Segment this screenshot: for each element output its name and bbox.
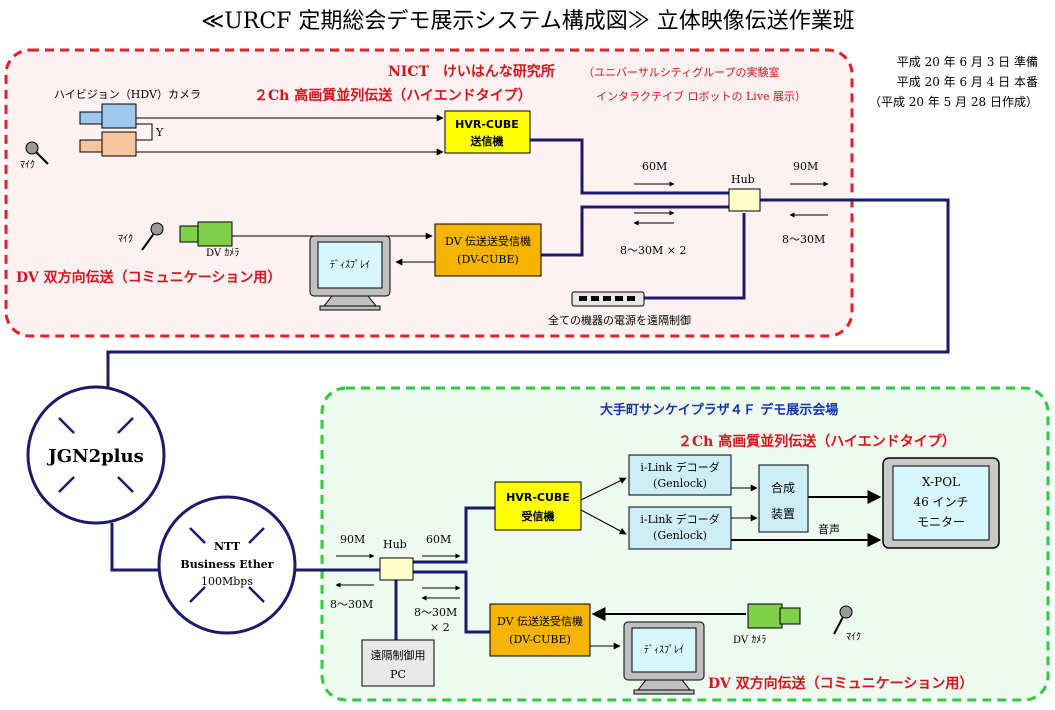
power-strip-icon	[571, 291, 645, 307]
nict-site-name: NICT けいはんな研究所	[388, 63, 555, 80]
venue-hub	[379, 557, 414, 581]
ilink-decoder-1	[628, 454, 732, 496]
hdv-camera-top-icon	[79, 103, 137, 129]
audio-label: 音声	[818, 522, 840, 536]
ntt-label-3: 100Mbps	[201, 575, 253, 588]
nict-rate-60: 60M	[642, 160, 667, 173]
venue-name: 大手町サンケイプラザ４Ｆ デモ展示会場	[600, 402, 838, 418]
display-icon-venue	[623, 621, 705, 695]
hvr-cube-rx-name: HVR-CUBE	[506, 491, 570, 504]
decoder-2-name: i-Link デコーダ	[640, 512, 719, 526]
nict-jgn-link	[106, 198, 950, 388]
hvr-cube-transmitter	[444, 110, 531, 154]
nict-hd-label: ２Ch 高画質並列伝送（ハイエンドタイプ）	[254, 87, 532, 104]
nict-rate-8-30: 8～30M	[782, 233, 825, 246]
mic-label-2: ﾏｲｸ	[118, 233, 133, 245]
xpol-monitor	[882, 457, 1000, 549]
ntt-label-1: NTT	[214, 540, 241, 553]
synth-label-1: 合成	[771, 480, 795, 495]
page-title: ≪URCF 定期総会デモ展示システム構成図≫ 立体映像伝送作業班	[201, 9, 855, 34]
nict-hub	[728, 188, 761, 212]
ilink-decoder-2	[628, 506, 732, 550]
ntt-label-2: Business Ether	[180, 558, 273, 571]
decoder-2-mode: (Genlock)	[653, 529, 707, 542]
dv-cube-nict-name: DV 伝送送受信機	[445, 234, 531, 248]
venue-hd-label: ２Ch 高画質並列伝送（ハイエンドタイプ）	[678, 433, 956, 450]
venue-rate-8-30-x2-a: 8～30M	[414, 606, 457, 619]
pc-label-1: 遠隔制御用	[371, 648, 426, 662]
mic-icon-venue	[833, 605, 853, 635]
venue-rate-8-30-x2-b: × 2	[430, 621, 450, 634]
mic-icon-2	[141, 222, 164, 251]
jgn2plus-network	[26, 385, 166, 525]
mic-label: ﾏｲｸ	[20, 159, 35, 171]
venue-hub-label: Hub	[383, 538, 407, 551]
hvr-cube-rx-role: 受信機	[522, 509, 555, 523]
dv-cube-venue-model: (DV-CUBE)	[509, 633, 571, 646]
dv-cube-nict-model: (DV-CUBE)	[457, 253, 519, 266]
decoder-1-name: i-Link デコーダ	[640, 460, 719, 474]
dv-cube-venue-name: DV 伝送送受信機	[497, 614, 583, 628]
dv-camera-venue-label: DV ｶﾒﾗ	[733, 634, 766, 646]
nict-hub-label: Hub	[731, 173, 755, 186]
hdv-camera-label: ハイビジョン（HDV）カメラ	[54, 88, 201, 101]
dv-cube-nict	[434, 223, 542, 277]
hdv-camera-bottom-icon	[79, 131, 137, 157]
date-created: （平成 20 年 5 月 28 日作成）	[869, 95, 1038, 109]
venue-dv-label: DV 双方向伝送（コミュニケーション用）	[708, 675, 973, 692]
nict-note-2: インタラクテイブ ロボットの Live 展示）	[596, 89, 806, 103]
monitor-label-3: モニター	[917, 515, 965, 529]
display-venue-label: ﾃﾞｨｽﾌﾟﾚｲ	[644, 644, 684, 656]
dv-camera-icon	[179, 221, 233, 247]
dv-camera-icon-venue	[747, 603, 801, 629]
jgn2plus-label: JGN2plus	[46, 446, 144, 467]
synthesizer	[758, 464, 809, 533]
decoder-1-mode: (Genlock)	[653, 477, 707, 490]
monitor-label-2: 46 インチ	[913, 495, 968, 509]
pc-label-2: PC	[390, 668, 406, 681]
venue-rate-90: 90M	[340, 533, 365, 546]
mic-venue-label: ﾏｲｸ	[846, 631, 861, 643]
venue-rate-8-30: 8～30M	[330, 598, 373, 611]
date-main: 平成 20 年 6 月 4 日 本番	[897, 75, 1038, 89]
mic-icon	[25, 141, 49, 165]
date-prep: 平成 20 年 6 月 3 日 準備	[897, 54, 1038, 69]
synth-label-2: 装置	[771, 507, 795, 521]
hvr-cube-tx-role: 送信機	[470, 134, 504, 148]
power-strip-label: 全ての機器の電源を遠隔制御	[548, 313, 691, 327]
hvr-cube-receiver	[494, 481, 582, 531]
nict-region	[4, 48, 854, 338]
hvr-cube-tx-name: HVR-CUBE	[455, 118, 519, 131]
nict-note-1: （ユニバーサルシティグループの実験室	[583, 65, 779, 79]
nict-rate-90: 90M	[793, 160, 818, 173]
y-cable-label: Y	[155, 126, 164, 139]
remote-control-pc	[361, 639, 435, 687]
ntt-business-ether	[157, 495, 297, 635]
display-nict-label: ﾃﾞｨｽﾌﾟﾚｲ	[330, 259, 370, 271]
dv-camera-label: DV ｶﾒﾗ	[206, 247, 239, 259]
monitor-label-1: X-POL	[922, 475, 960, 489]
nict-rate-8-30-x2: 8～30M × 2	[620, 244, 686, 257]
nict-dv-label: DV 双方向伝送（コミュニケーション用）	[16, 269, 281, 286]
dv-cube-venue	[489, 603, 591, 657]
display-icon-nict	[309, 235, 391, 311]
venue-rate-60: 60M	[426, 533, 451, 546]
